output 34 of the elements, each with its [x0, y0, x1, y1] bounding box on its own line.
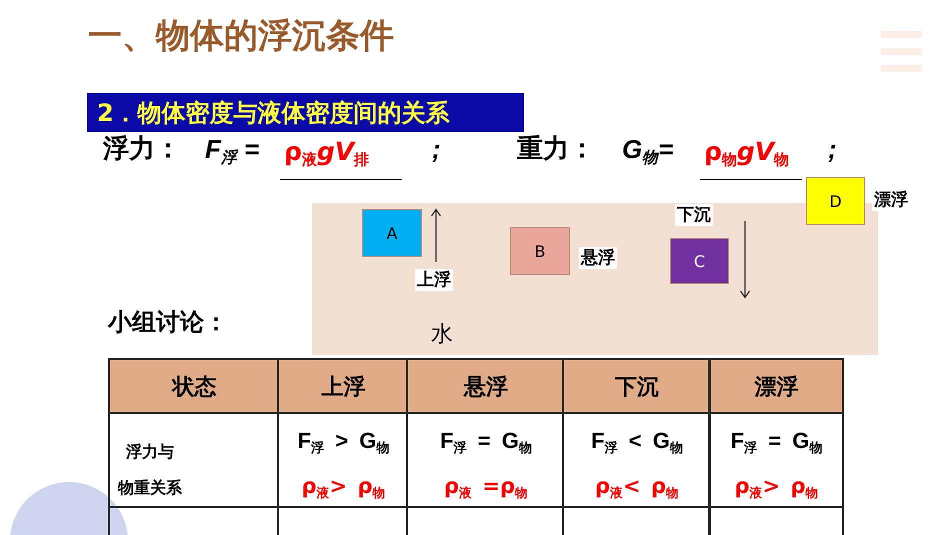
force-relation: F$_{浮}$ > G$_{物}$ — [298, 428, 390, 454]
state-label: 漂浮 — [872, 189, 910, 212]
formula-text: G$_{物}$= — [622, 134, 674, 166]
semicolon-text: ; — [828, 134, 837, 166]
state-label: 悬浮 — [579, 247, 617, 270]
object-block: D — [806, 177, 865, 225]
force-relation: F$_{浮}$ = G$_{物}$ — [440, 428, 532, 454]
formula-label: 浮力： — [103, 134, 181, 166]
header-cell: 悬浮 — [406, 358, 564, 413]
density-relation: ρ$_{液}$< ρ$_{物}$ — [595, 474, 679, 500]
formula-text: F$_{浮}$ = — [205, 134, 260, 166]
force-relation: F$_{浮}$ < G$_{物}$ — [591, 428, 683, 454]
slide-title: 一、物体的浮沉条件 — [88, 16, 394, 57]
object-block: C — [670, 238, 729, 284]
header-cell: 状态 — [108, 358, 279, 413]
answer-text: ρ$_{物}$gV$_{物}$ — [704, 137, 790, 167]
density-relation: ρ$_{液}$> ρ$_{物}$ — [302, 474, 386, 500]
header-cell: 上浮 — [277, 358, 408, 413]
force-relation: F$_{浮}$ = G$_{物}$ — [730, 428, 822, 454]
heading-band: 2．物体密度与液体密度间的关系 — [87, 93, 524, 132]
answer-text: ρ$_{液}$gV$_{排}$ — [284, 137, 370, 167]
density-relation: ρ$_{液}$ =ρ$_{物}$ — [444, 474, 528, 500]
state-label: 下沉 — [675, 204, 713, 226]
header-cell: 下沉 — [562, 358, 710, 413]
semicolon-text: ; — [432, 134, 441, 166]
formula-label: 重力： — [517, 134, 595, 166]
section-label: 小组讨论： — [108, 308, 228, 337]
state-label: 上浮 — [415, 269, 453, 292]
water-label: 水 — [431, 322, 453, 348]
object-block: B — [510, 227, 570, 275]
row-header-cell: 浮力与物重关系 — [108, 412, 279, 507]
object-block: A — [362, 209, 422, 257]
density-relation: ρ$_{液}$> ρ$_{物}$ — [734, 474, 818, 500]
header-cell: 漂浮 — [708, 358, 844, 413]
